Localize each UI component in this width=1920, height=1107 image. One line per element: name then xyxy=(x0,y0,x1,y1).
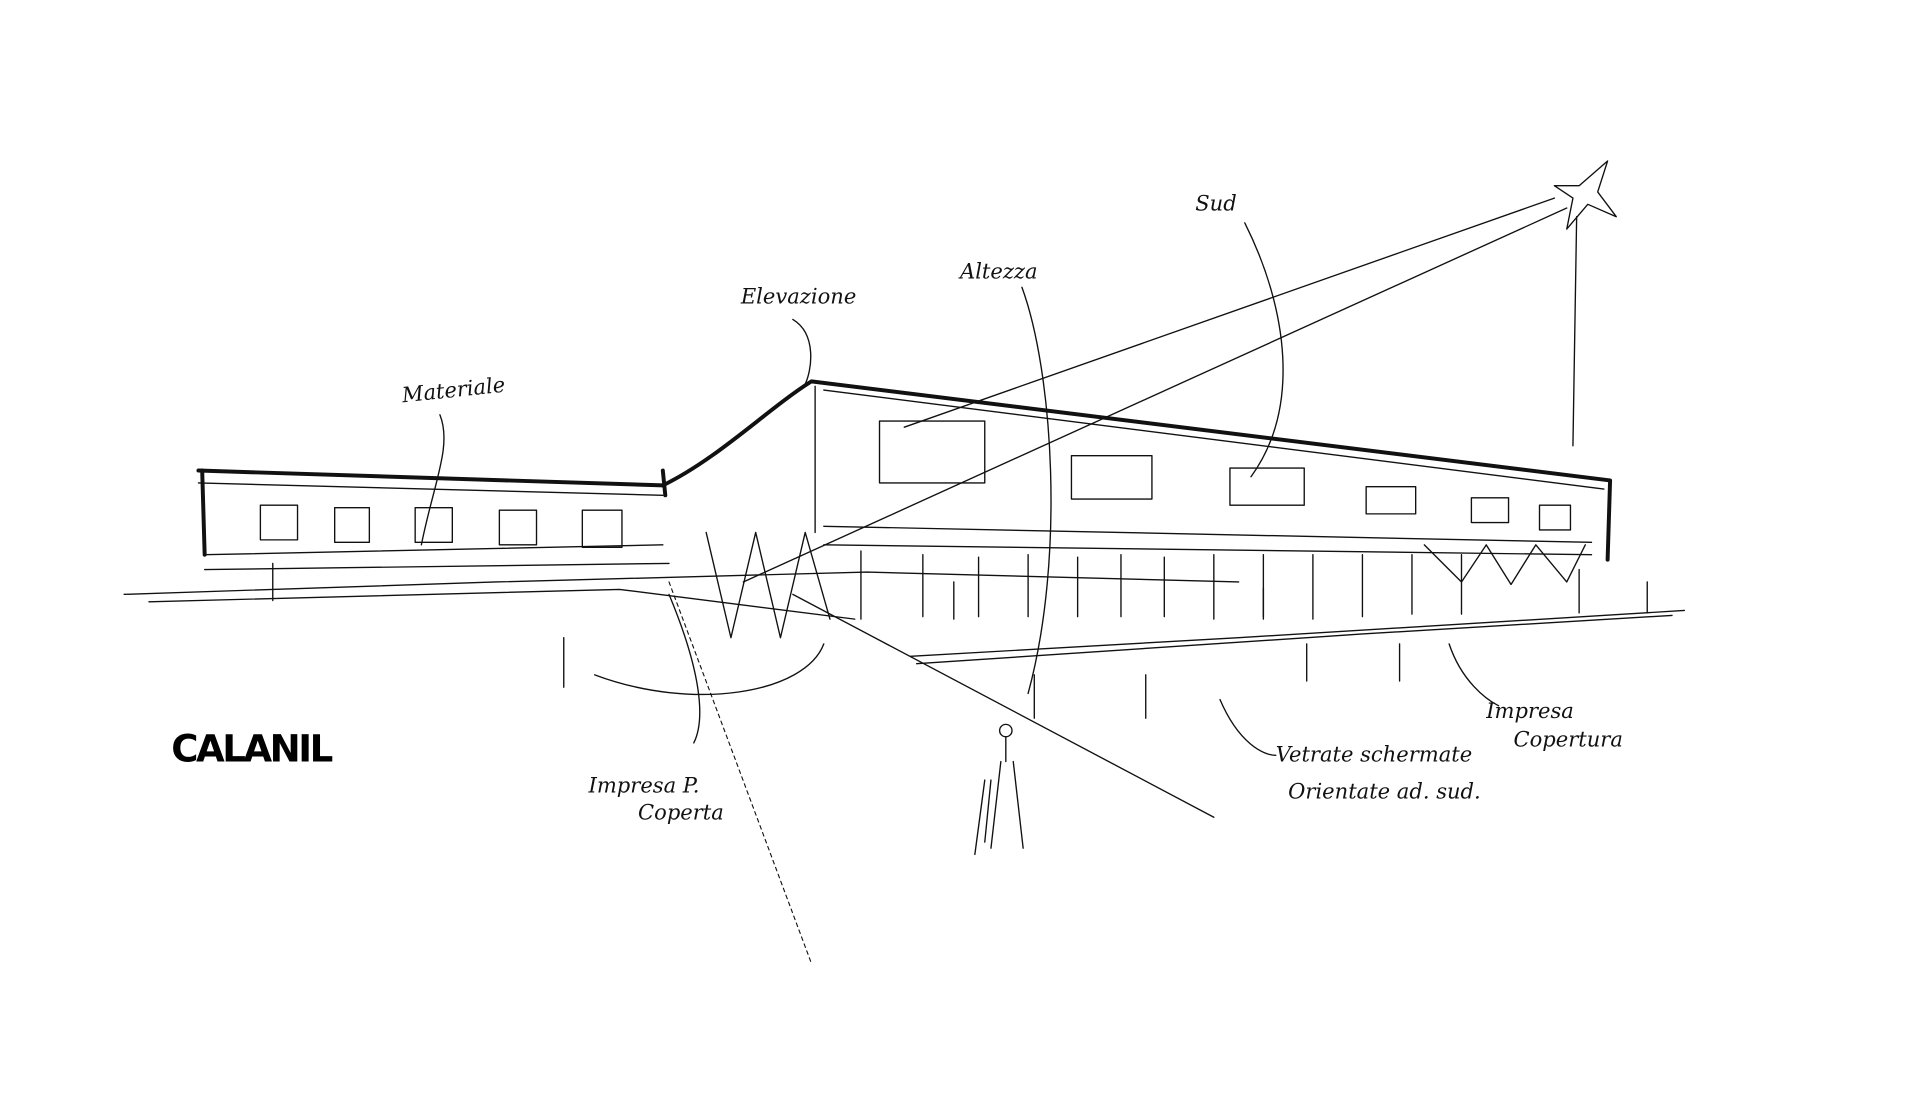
ground-lines xyxy=(123,571,1686,665)
main-building xyxy=(660,379,1613,639)
label-impresa-copertura-1: Impresa xyxy=(1485,698,1574,723)
label-impresa-coperta-1: Impresa P. xyxy=(588,772,700,797)
leader-lines xyxy=(420,222,1500,964)
label-altezza: Altezza xyxy=(958,259,1038,284)
sun-rays xyxy=(742,160,1617,583)
label-materiale: Materiale xyxy=(400,372,507,408)
label-impresa-copertura-2: Copertura xyxy=(1514,727,1623,752)
label-sud: Sud xyxy=(1195,191,1236,216)
sketch-title: CALANIL xyxy=(171,728,332,771)
label-vetrate-1: Vetrate schermate xyxy=(1276,742,1472,767)
label-impresa-coperta-2: Coperta xyxy=(638,800,724,825)
label-vetrate-2: Orientate ad. sud. xyxy=(1288,779,1481,804)
label-elevazione: Elevazione xyxy=(740,283,857,308)
human-figures xyxy=(272,562,1648,856)
low-wing xyxy=(196,468,670,571)
